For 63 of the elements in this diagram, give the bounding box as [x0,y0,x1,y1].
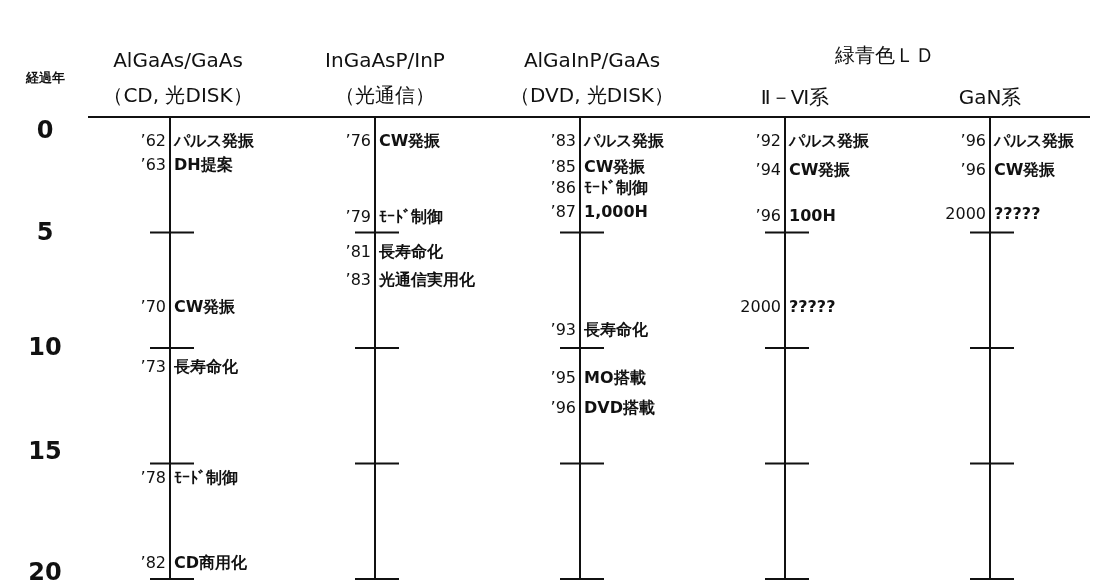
year-label: ’78 [140,469,166,487]
event-label: ﾓｰﾄﾞ制御 [379,208,443,226]
event-label: 長寿命化 [584,321,648,339]
event-label: ﾓｰﾄﾞ制御 [584,179,648,197]
year-label: ’81 [345,243,371,261]
event-label: CW発振 [789,161,851,179]
event-label: ????? [789,298,836,316]
event-label: ﾓｰﾄﾞ制御 [174,469,238,487]
axis-title: 経過年 [25,70,65,86]
year-label: ’79 [345,208,371,226]
year-label: ’73 [140,358,166,376]
event-label: 長寿命化 [174,358,238,376]
year-label: ’96 [755,207,781,225]
column-heading: 緑青色ＬＤ [835,44,935,66]
event-label: CW発振 [994,161,1056,179]
column-heading: AlGaInP/GaAs [523,49,661,71]
year-label: ’92 [755,132,781,150]
column-heading: InGaAsP/InP [325,49,445,71]
event-label: パルス発振 [994,132,1074,150]
tick-label: 20 [28,558,62,586]
tick-label: 10 [28,333,62,361]
year-label: ’86 [550,179,576,197]
year-label: ’82 [140,554,166,572]
column-heading: （CD, 光DISK） [103,84,253,106]
year-label: ’87 [550,203,576,221]
year-label: ’96 [960,132,986,150]
year-label: ’62 [140,132,166,150]
event-label: 光通信実用化 [379,271,475,289]
event-label: MO搭載 [584,369,646,387]
year-label: ’83 [550,132,576,150]
year-label: ’63 [140,156,166,174]
event-label: DVD搭載 [584,399,655,417]
year-label: ’96 [550,399,576,417]
year-label: ’83 [345,271,371,289]
event-label: ????? [994,205,1041,223]
event-label: パルス発振 [584,132,664,150]
column-heading: Ⅱ－Ⅵ系 [760,86,830,108]
tick-label: 0 [36,116,54,144]
year-label: 2000 [945,205,986,223]
year-label: ’76 [345,132,371,150]
event-label: 100H [789,207,836,225]
event-label: CW発振 [584,158,646,176]
column-heading: GaN系 [958,86,1022,108]
year-label: ’93 [550,321,576,339]
tick-label: 5 [36,218,54,246]
year-label: ’96 [960,161,986,179]
event-label: 長寿命化 [379,243,443,261]
year-label: ’95 [550,369,576,387]
year-label: ’70 [140,298,166,316]
event-label: パルス発振 [789,132,869,150]
event-label: CD商用化 [174,554,248,572]
column-heading: AlGaAs/GaAs [113,49,243,71]
event-label: パルス発振 [174,132,254,150]
column-heading: （DVD, 光DISK） [510,84,674,106]
event-label: CW発振 [379,132,441,150]
year-label: ’94 [755,161,781,179]
event-label: 1,000H [584,203,648,221]
tick-label: 15 [28,437,62,465]
event-label: CW発振 [174,298,236,316]
event-label: DH提案 [174,156,233,174]
year-label: 2000 [740,298,781,316]
column-heading: （光通信） [335,84,435,106]
year-label: ’85 [550,158,576,176]
